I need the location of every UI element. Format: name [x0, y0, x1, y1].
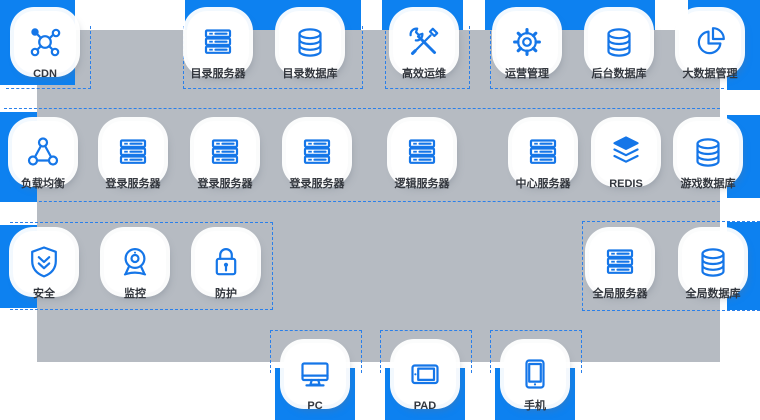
node-label-operations-mgmt: 运营管理 [505, 68, 549, 80]
tablet-icon [405, 354, 445, 394]
node-label-center-server: 中心服务器 [515, 178, 571, 190]
group-ops [385, 26, 470, 89]
group-pad [380, 330, 472, 373]
node-label-login-server-2: 登录服务器 [197, 178, 253, 190]
node-label-login-server-3: 登录服务器 [289, 178, 345, 190]
node-load-balancer [12, 121, 74, 183]
node-label-directory-server: 目录服务器 [190, 68, 246, 80]
node-game-database [677, 121, 739, 183]
node-label-global-server: 全局服务器 [592, 288, 648, 300]
node-login-server-1 [102, 121, 164, 183]
node-label-bigdata-mgmt: 大数据管理 [682, 68, 738, 80]
server-icon [198, 22, 238, 62]
shield-icon [24, 242, 64, 282]
node-label-global-database: 全局数据库 [685, 288, 741, 300]
group-directory [183, 26, 363, 89]
cdn-icon [25, 22, 65, 62]
group-phone [490, 330, 582, 373]
node-security [13, 231, 75, 293]
node-global-database [682, 231, 744, 293]
phone-icon [515, 354, 555, 394]
node-backend-database [588, 11, 650, 73]
server-icon [113, 132, 153, 172]
server-icon [523, 132, 563, 172]
layers-icon [606, 132, 646, 172]
node-login-server-2 [194, 121, 256, 183]
database-icon [693, 242, 733, 282]
node-label-backend-database: 后台数据库 [591, 68, 647, 80]
server-icon [402, 132, 442, 172]
node-label-efficient-ops: 高效运维 [402, 68, 446, 80]
webcam-icon [115, 242, 155, 282]
group-cdn [6, 26, 91, 89]
node-pad [394, 343, 456, 405]
node-global-server [589, 231, 651, 293]
node-directory-server [187, 11, 249, 73]
node-operations-mgmt [496, 11, 558, 73]
server-icon [205, 132, 245, 172]
node-login-server-3 [286, 121, 348, 183]
node-label-logic-server: 逻辑服务器 [394, 178, 450, 190]
node-label-protection: 防护 [215, 288, 237, 300]
node-center-server [512, 121, 574, 183]
node-label-directory-database: 目录数据库 [282, 68, 338, 80]
database-icon [290, 22, 330, 62]
lock-icon [206, 242, 246, 282]
node-label-phone: 手机 [524, 400, 546, 412]
server-icon [600, 242, 640, 282]
node-label-game-database: 游戏数据库 [680, 178, 736, 190]
group-server-row [4, 108, 720, 202]
node-protection [195, 231, 257, 293]
pie-icon [690, 22, 730, 62]
node-label-pc: PC [307, 400, 323, 412]
node-logic-server [391, 121, 453, 183]
group-security [10, 222, 273, 310]
node-label-cdn: CDN [33, 68, 57, 80]
node-label-redis: REDIS [609, 178, 643, 190]
monitor-icon [295, 354, 335, 394]
node-monitoring [104, 231, 166, 293]
server-icon [297, 132, 337, 172]
database-icon [688, 132, 728, 172]
group-global [582, 221, 760, 311]
node-pc [284, 343, 346, 405]
database-icon [599, 22, 639, 62]
node-efficient-ops [393, 11, 455, 73]
gear-icon [507, 22, 547, 62]
node-label-security: 安全 [33, 288, 55, 300]
nodes-icon [23, 132, 63, 172]
tools-icon [404, 22, 444, 62]
node-label-pad: PAD [413, 400, 437, 412]
node-directory-database [279, 11, 341, 73]
group-pc [270, 330, 362, 373]
node-bigdata-mgmt [679, 11, 741, 73]
node-cdn [14, 11, 76, 73]
node-label-monitoring: 监控 [124, 288, 146, 300]
node-phone [504, 343, 566, 405]
group-management [490, 26, 724, 89]
diagram-background-field [37, 30, 720, 362]
node-label-login-server-1: 登录服务器 [105, 178, 161, 190]
node-label-load-balancer: 负载均衡 [21, 178, 65, 190]
node-redis [595, 121, 657, 183]
